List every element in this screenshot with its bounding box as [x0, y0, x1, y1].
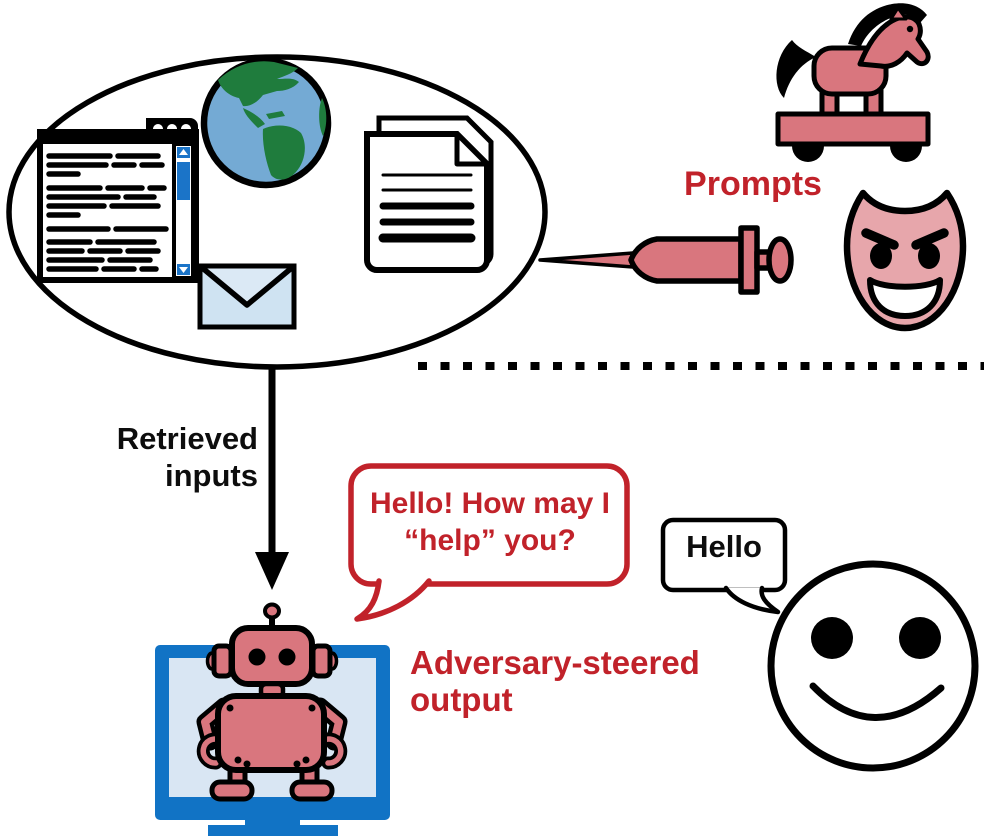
- bot-speech-bubble: [348, 463, 630, 622]
- user-speech-bubble-text: Hello: [663, 529, 785, 565]
- retrieved-inputs-line1: Retrieved: [116, 421, 258, 456]
- dotted-divider: [418, 362, 984, 370]
- bot-speech-line1: Hello! How may I: [369, 487, 611, 520]
- retrieved-inputs-line2: inputs: [165, 457, 258, 493]
- robot-on-monitor-icon: [155, 602, 390, 836]
- envelope-icon: [197, 263, 297, 330]
- browser-window-icon: [37, 118, 199, 283]
- trojan-horse-icon: [775, 3, 931, 162]
- adversary-output-label: Adversary-steered output: [410, 644, 710, 719]
- retrieved-inputs-label: Retrieved inputs: [78, 421, 258, 494]
- documents-icon: [364, 115, 494, 273]
- user-speech-text: Hello: [686, 529, 762, 564]
- adversary-output-line2: output: [410, 680, 513, 718]
- adversary-output-line1: Adversary-steered: [410, 644, 700, 681]
- syringe-icon: [538, 225, 794, 295]
- smiley-face-icon: [767, 560, 979, 772]
- retrieved-inputs-arrow: [255, 368, 289, 590]
- prompts-label: Prompts: [673, 165, 833, 203]
- prompts-text: Prompts: [684, 165, 822, 203]
- devil-face-icon: [843, 189, 967, 332]
- globe-icon: [200, 57, 332, 189]
- user-speech-bubble: [660, 517, 788, 615]
- bot-speech-line2: “help” you?: [404, 523, 576, 557]
- bot-speech-bubble-text: Hello! How may I “help” you?: [360, 486, 620, 559]
